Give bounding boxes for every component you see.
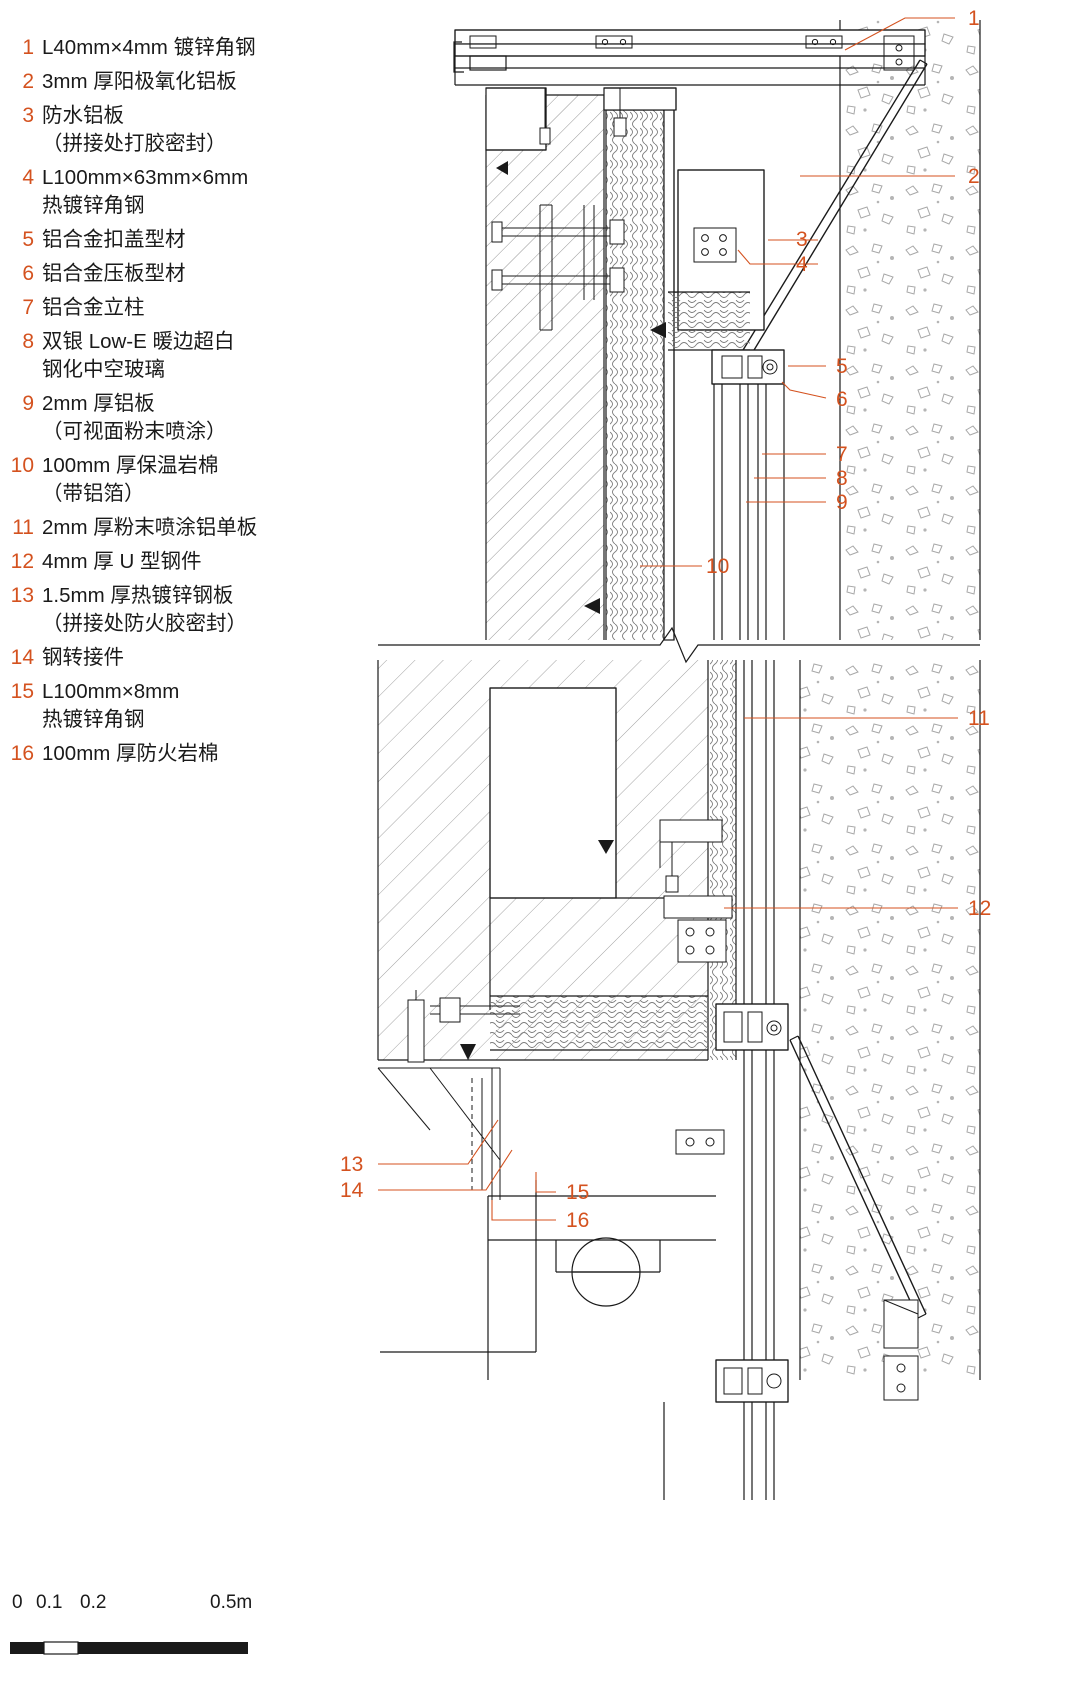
top-steel-frame bbox=[453, 29, 926, 86]
soffit-steel-assembly bbox=[377, 990, 520, 1200]
legend-item-number: 14 bbox=[10, 646, 34, 669]
dimension-arrows bbox=[460, 161, 666, 1060]
scale-bar-graphic bbox=[10, 1641, 248, 1655]
legend-item-label: 双银 Low-E 暖边超白 钢化中空玻璃 bbox=[42, 330, 235, 381]
legend-item-number: 8 bbox=[22, 330, 34, 353]
legend-item-label: 铝合金扣盖型材 bbox=[42, 228, 186, 251]
legend-item-number: 10 bbox=[10, 454, 34, 477]
legend-item-label: L40mm×4mm 镀锌角钢 bbox=[42, 36, 256, 59]
legend-item: 2 3mm 厚阳极氧化铝板 bbox=[8, 68, 408, 96]
lower-vertical-wool bbox=[707, 660, 775, 1380]
legend-item-number: 3 bbox=[22, 104, 34, 127]
scale-tick-2: 0.2 bbox=[80, 1592, 107, 1613]
scale-end-label: 0.5m bbox=[210, 1592, 253, 1613]
scale-tick-1: 0.1 bbox=[36, 1592, 63, 1613]
scale-bar: 0 0.1 0.2 0.5m bbox=[8, 1592, 298, 1652]
legend-item-number: 5 bbox=[22, 228, 34, 251]
legend-item-label: 4mm 厚 U 型钢件 bbox=[42, 550, 202, 573]
legend-item-label: 3mm 厚阳极氧化铝板 bbox=[42, 70, 237, 93]
legend-item: 6 铝合金压板型材 bbox=[8, 260, 408, 288]
legend-item-number: 7 bbox=[22, 296, 34, 319]
callout-5: 5 bbox=[836, 355, 848, 378]
transom-wool-packing bbox=[668, 291, 750, 351]
callout-15: 15 bbox=[566, 1181, 590, 1204]
callout-13: 13 bbox=[340, 1153, 364, 1176]
upper-fixing-bolts bbox=[491, 88, 627, 331]
callout-1: 1 bbox=[968, 7, 980, 30]
legend-item-number: 6 bbox=[22, 262, 34, 285]
legend-item-number: 9 bbox=[22, 392, 34, 415]
callout-6: 6 bbox=[836, 388, 848, 411]
bottom-transom bbox=[663, 1359, 789, 1500]
legend-item: 9 2mm 厚铝板 （可视面粉末喷涂） bbox=[8, 390, 408, 446]
legend-item-number: 15 bbox=[10, 680, 34, 703]
fireproof-rockwool-band bbox=[490, 995, 708, 1051]
callout-8: 8 bbox=[836, 467, 848, 490]
legend-item-label: 100mm 厚防火岩棉 bbox=[42, 742, 219, 765]
callout-4: 4 bbox=[796, 253, 808, 276]
legend-item-number: 16 bbox=[10, 742, 34, 765]
legend-item-label: 1.5mm 厚热镀锌钢板 （拼接处防火胶密封） bbox=[42, 584, 247, 635]
legend-item-number: 4 bbox=[22, 166, 34, 189]
legend-item-number: 2 bbox=[22, 70, 34, 93]
legend-item-label: L100mm×63mm×6mm 热镀锌角钢 bbox=[42, 166, 249, 217]
legend-item-label: 钢转接件 bbox=[42, 646, 124, 669]
legend-item-label: L100mm×8mm 热镀锌角钢 bbox=[42, 680, 180, 731]
glazing-mullion-upper bbox=[713, 384, 785, 640]
legend-item: 12 4mm 厚 U 型钢件 bbox=[8, 548, 408, 576]
legend-item-number: 12 bbox=[10, 550, 34, 573]
callout-12: 12 bbox=[968, 897, 992, 920]
callout-2: 2 bbox=[968, 165, 980, 188]
legend-item: 1 L40mm×4mm 镀锌角钢 bbox=[8, 34, 408, 62]
lower-wall-concrete bbox=[799, 660, 981, 1380]
curtainwall-transom-head bbox=[711, 349, 785, 385]
legend-item: 7 铝合金立柱 bbox=[8, 294, 408, 322]
legend-item-label: 防水铝板 （拼接处打胶密封） bbox=[42, 104, 227, 155]
section-break-line bbox=[378, 626, 980, 664]
callout-16: 16 bbox=[566, 1209, 590, 1232]
legend-item: 15 L100mm×8mm 热镀锌角钢 bbox=[8, 678, 408, 734]
legend-item-number: 13 bbox=[10, 584, 34, 607]
scale-tick-0: 0 bbox=[12, 1592, 23, 1613]
legend-item: 10 100mm 厚保温岩棉 （带铝箔） bbox=[8, 452, 408, 508]
legend-item-label: 2mm 厚粉末喷涂铝单板 bbox=[42, 516, 258, 539]
legend-item-label: 铝合金压板型材 bbox=[42, 262, 186, 285]
callout-leaders bbox=[378, 17, 958, 1221]
bottom-anchor-bracket bbox=[883, 1299, 919, 1401]
legend-item-number: 11 bbox=[12, 516, 34, 539]
lower-spandrel-assembly bbox=[715, 1003, 789, 1051]
lower-floor-slab bbox=[377, 660, 708, 1061]
lower-diagonal-panel bbox=[789, 1035, 927, 1319]
callout-14: 14 bbox=[340, 1179, 364, 1202]
callout-9: 9 bbox=[836, 491, 848, 514]
legend-list: 1 L40mm×4mm 镀锌角钢 2 3mm 厚阳极氧化铝板 3 防水铝板 （拼… bbox=[8, 34, 408, 774]
legend-item-number: 1 bbox=[22, 36, 34, 59]
legend-item: 11 2mm 厚粉末喷涂铝单板 bbox=[8, 514, 408, 542]
bottom-plenum bbox=[380, 1129, 725, 1380]
legend-item-label: 2mm 厚铝板 （可视面粉末喷涂） bbox=[42, 392, 227, 443]
legend-item-label: 铝合金立柱 bbox=[42, 296, 145, 319]
legend-item: 5 铝合金扣盖型材 bbox=[8, 226, 408, 254]
legend-item: 16 100mm 厚防火岩棉 bbox=[8, 740, 408, 768]
legend-item: 3 防水铝板 （拼接处打胶密封） bbox=[8, 102, 408, 158]
upper-wall-concrete bbox=[839, 20, 981, 640]
callout-11: 11 bbox=[968, 707, 990, 730]
callout-7: 7 bbox=[836, 443, 848, 466]
legend-item-label: 100mm 厚保温岩棉 （带铝箔） bbox=[42, 454, 219, 505]
callout-3: 3 bbox=[796, 228, 808, 251]
legend-item: 4 L100mm×63mm×6mm 热镀锌角钢 bbox=[8, 164, 408, 220]
legend-item: 8 双银 Low-E 暖边超白 钢化中空玻璃 bbox=[8, 328, 408, 384]
legend-item: 13 1.5mm 厚热镀锌钢板 （拼接处防火胶密封） bbox=[8, 582, 408, 638]
callout-10: 10 bbox=[706, 555, 730, 578]
legend-item: 14 钢转接件 bbox=[8, 644, 408, 672]
u-steel-bracket bbox=[659, 819, 733, 963]
upper-insulated-wall bbox=[485, 87, 677, 641]
